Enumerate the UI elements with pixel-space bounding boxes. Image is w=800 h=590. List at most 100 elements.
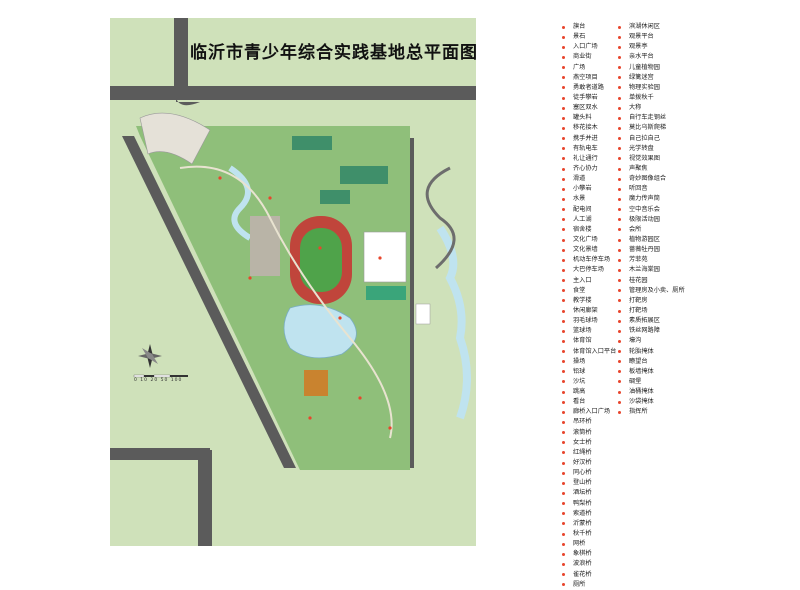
legend-label: 素质拓展区 bbox=[629, 317, 660, 325]
legend-item: 铅球 bbox=[562, 367, 616, 377]
legend-item: 食堂 bbox=[562, 286, 616, 296]
legend-marker-icon bbox=[562, 218, 565, 222]
legend-item: 油桶掩体 bbox=[618, 387, 685, 397]
legend-item: 木兰海棠园 bbox=[618, 265, 685, 275]
legend-item: 打靶场 bbox=[618, 306, 685, 316]
legend-left: 旗台景石入口广场商业街广场燕空项目勇敢者道路徒手攀岩塞区双水罐头料移花接木携手并… bbox=[562, 22, 616, 590]
legend-label: 燕空项目 bbox=[573, 73, 598, 81]
site-plan-map bbox=[110, 18, 476, 546]
legend-item: 羽毛球场 bbox=[562, 316, 616, 326]
legend-marker-icon bbox=[562, 25, 565, 29]
legend-marker-icon bbox=[562, 583, 565, 587]
legend-marker-icon bbox=[618, 177, 621, 181]
legend-marker-icon bbox=[618, 228, 621, 232]
legend-marker-icon bbox=[618, 248, 621, 252]
legend-marker-icon bbox=[562, 542, 565, 546]
legend-label: 滚筒桥 bbox=[573, 428, 592, 436]
legend-label: 徒手攀岩 bbox=[573, 93, 598, 101]
legend-marker-icon bbox=[562, 400, 565, 404]
legend-marker-icon bbox=[562, 279, 565, 283]
park-path bbox=[179, 165, 393, 439]
legend-label: 象棋桥 bbox=[573, 550, 592, 558]
legend-item: 魔力传声筒 bbox=[618, 194, 685, 204]
legend-marker-icon bbox=[562, 502, 565, 506]
legend-marker-icon bbox=[562, 66, 565, 70]
badminton-courts bbox=[366, 286, 406, 300]
legend-marker-icon bbox=[618, 96, 621, 100]
legend-label: 体育馆 bbox=[573, 337, 592, 345]
legend-marker-icon bbox=[562, 55, 565, 59]
legend-marker-icon bbox=[562, 187, 565, 191]
legend-marker-icon bbox=[562, 157, 565, 161]
legend-marker-icon bbox=[562, 350, 565, 354]
legend-item: 教学楼 bbox=[562, 296, 616, 306]
legend-marker-icon bbox=[562, 522, 565, 526]
legend-item: 燕空项目 bbox=[562, 73, 616, 83]
stream bbox=[228, 165, 252, 241]
legend-label: 鸭梨桥 bbox=[573, 499, 592, 507]
legend-marker-icon bbox=[618, 86, 621, 90]
legend-marker-icon bbox=[562, 197, 565, 201]
legend-item: 自己拉自己 bbox=[618, 134, 685, 144]
legend-label: 入口广场 bbox=[573, 43, 598, 51]
road-diagonal bbox=[122, 136, 296, 468]
park-area bbox=[136, 126, 410, 470]
legend-label: 绿篱迷宫 bbox=[629, 73, 654, 81]
legend-label: 管理房及小卖、厕所 bbox=[629, 286, 685, 294]
legend-item: 秋千桥 bbox=[562, 529, 616, 539]
legend-label: 登山桥 bbox=[573, 479, 592, 487]
legend-marker-icon bbox=[562, 289, 565, 293]
legend-item: 跳高 bbox=[562, 387, 616, 397]
legend-item: 商业街 bbox=[562, 52, 616, 62]
legend-label: 极限活动园 bbox=[629, 215, 660, 223]
legend-label: 厕所 bbox=[573, 580, 586, 588]
road-north-left bbox=[174, 18, 188, 98]
legend-marker-icon bbox=[562, 268, 565, 272]
legend-label: 罐头料 bbox=[573, 114, 592, 122]
legend-marker-icon bbox=[618, 339, 621, 343]
legend-label: 植物游园区 bbox=[629, 235, 660, 243]
legend-item: 景石 bbox=[562, 32, 616, 42]
legend-label: 声聚焦 bbox=[629, 164, 648, 172]
legend-marker-icon bbox=[562, 492, 565, 496]
legend-marker-icon bbox=[562, 106, 565, 110]
legend-label: 吊环桥 bbox=[573, 418, 592, 426]
legend-item: 塞区双水 bbox=[562, 103, 616, 113]
legend-item: 板墙掩体 bbox=[618, 367, 685, 377]
legend-marker-icon bbox=[618, 126, 621, 130]
legend-label: 机动车停车场 bbox=[573, 256, 611, 264]
legend-marker-icon bbox=[562, 299, 565, 303]
legend-label: 旗台 bbox=[573, 23, 586, 30]
legend-label: 广场 bbox=[573, 63, 586, 71]
legend-marker-icon bbox=[618, 279, 621, 283]
legend-label: 会所 bbox=[629, 225, 642, 233]
legend-item: 旗台 bbox=[562, 22, 616, 32]
entrance-plaza bbox=[139, 112, 211, 165]
legend-label: 女士桥 bbox=[573, 438, 592, 446]
legend-item: 物理实验园 bbox=[618, 83, 685, 93]
legend-label: 配电间 bbox=[573, 205, 592, 213]
legend-item: 儿童植物园 bbox=[618, 63, 685, 73]
legend-marker-icon bbox=[618, 299, 621, 303]
river-east bbox=[436, 225, 471, 420]
legend-item: 碉堡 bbox=[618, 377, 685, 387]
legend-marker-icon bbox=[562, 390, 565, 394]
legend-label: 滨湖休闲区 bbox=[629, 23, 660, 30]
road-south bbox=[110, 448, 210, 460]
legend-label: 铅球 bbox=[573, 367, 586, 375]
legend-item: 廊桥入口广场 bbox=[562, 407, 616, 417]
legend-label: 观景亭 bbox=[629, 43, 648, 51]
road-south-left bbox=[198, 450, 212, 546]
legend-label: 主入口 bbox=[573, 276, 592, 284]
legend-label: 齐心协力 bbox=[573, 164, 598, 172]
legend-item: 观景平台 bbox=[618, 32, 685, 42]
legend-item: 桂花园 bbox=[618, 276, 685, 286]
legend-label: 看台 bbox=[573, 398, 586, 406]
legend-item: 人工湖 bbox=[562, 215, 616, 225]
legend-label: 视觉效果图 bbox=[629, 154, 660, 162]
legend-item: 操场 bbox=[562, 357, 616, 367]
legend-item: 滑道 bbox=[562, 174, 616, 184]
legend-item: 鸭梨桥 bbox=[562, 499, 616, 509]
legend-label: 板墙掩体 bbox=[629, 367, 654, 375]
lake bbox=[283, 304, 357, 359]
